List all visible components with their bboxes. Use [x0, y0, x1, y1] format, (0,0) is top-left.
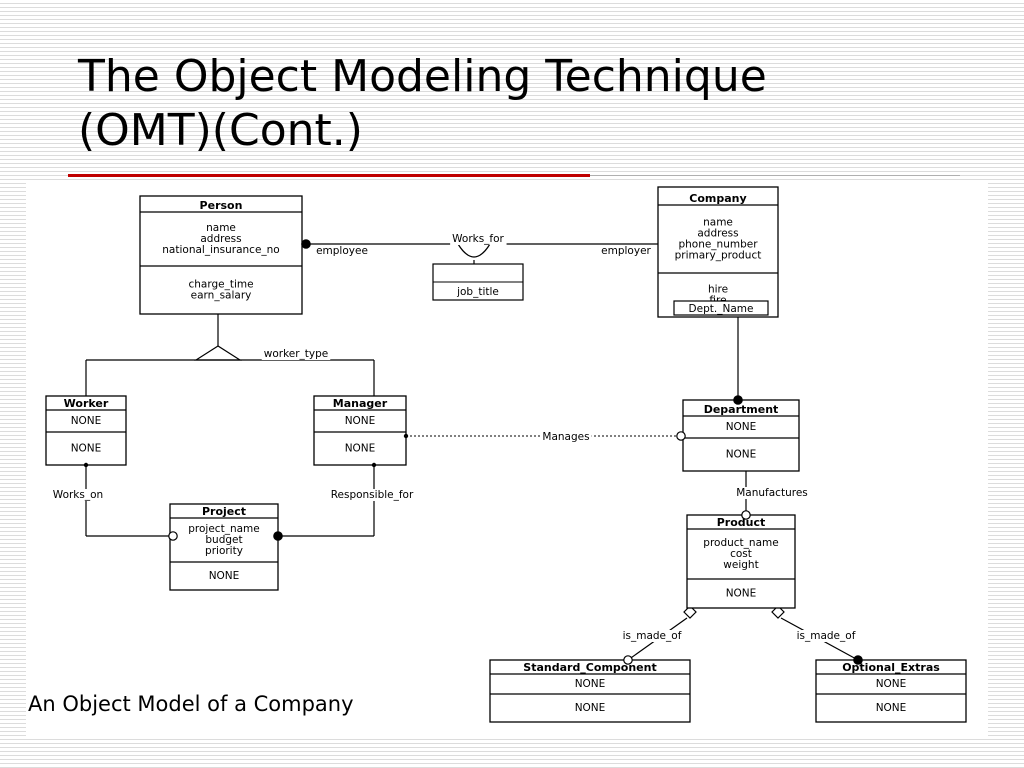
class-operation: NONE — [726, 588, 757, 600]
generalization-triangle — [193, 345, 243, 361]
class-box-person: Person nameaddressnational_insurance_noch… — [139, 195, 303, 315]
aggregation-diamond-right — [771, 605, 785, 619]
title-underline-gray — [590, 175, 960, 176]
class-name: Product — [717, 516, 766, 529]
class-operation: NONE — [71, 443, 102, 455]
class-name: Worker — [64, 397, 109, 410]
class-attribute: primary_product — [675, 250, 762, 262]
class-attribute: NONE — [345, 415, 376, 427]
link-attribute: job_title — [456, 286, 499, 298]
class-attribute: cost — [730, 548, 752, 560]
employee-role-label: employee — [316, 245, 368, 257]
class-operation: NONE — [345, 443, 376, 455]
responsible-for-end-mark — [371, 462, 377, 468]
class-operation: hire — [708, 284, 728, 296]
aggregation-diamond-left — [683, 605, 697, 619]
class-attribute: NONE — [876, 678, 907, 690]
class-operation: NONE — [726, 449, 757, 461]
class-name: Company — [689, 192, 746, 205]
class-name: Standard_Component — [523, 661, 656, 674]
class-attribute: NONE — [71, 415, 102, 427]
omt-object-model-diagram: Personnameaddressnational_insurance_noch… — [45, 186, 967, 723]
is-made-of-left-dot — [623, 655, 633, 665]
class-attribute: address — [200, 233, 241, 245]
class-operation: NONE — [876, 702, 907, 714]
class-operation: NONE — [575, 702, 606, 714]
qualifier-box-dept-name: Dept._Name — [673, 300, 769, 316]
class-attribute: NONE — [575, 678, 606, 690]
title-line-1: The Object Modeling Technique — [78, 51, 767, 102]
class-attribute: weight — [723, 559, 758, 571]
manages-optional-dot — [676, 431, 686, 441]
works-for-arc — [457, 243, 491, 258]
works-for-label: Works_for — [452, 233, 504, 245]
diagram-caption: An Object Model of a Company — [28, 690, 354, 718]
class-attribute: name — [206, 222, 236, 234]
class-operation: NONE — [209, 570, 240, 582]
class-attribute: name — [703, 217, 733, 229]
responsible-for-many-dot — [273, 531, 283, 541]
is-made-of-left-label: is_made_of — [623, 630, 682, 642]
class-name: Optional_Extras — [842, 661, 940, 674]
works-on-label: Works_on — [53, 489, 103, 501]
class-operation: earn_salary — [191, 290, 252, 302]
class-attribute: budget — [205, 534, 242, 546]
class-attribute: product_name — [703, 537, 778, 549]
manufactures-optional-dot — [741, 510, 751, 520]
slide-title: The Object Modeling Technique (OMT)(Cont… — [78, 50, 978, 158]
is-made-of-right-dot — [853, 655, 863, 665]
class-attribute: national_insurance_no — [162, 244, 279, 256]
class-attribute: priority — [205, 545, 243, 557]
responsible-for-label: Responsible_for — [331, 489, 414, 501]
class-name: Person — [200, 199, 243, 212]
class-attribute: NONE — [726, 421, 757, 433]
link-attribute-box-job-title: job_title — [432, 263, 524, 301]
title-line-2: (OMT)(Cont.) — [78, 105, 363, 156]
works-on-optional-dot — [168, 531, 178, 541]
manages-label: Manages — [542, 431, 589, 443]
worker-type-label: worker_type — [264, 348, 329, 360]
qualifier-label: Dept._Name — [689, 303, 754, 315]
class-name: Department — [704, 403, 779, 416]
employee-multiplicity-dot — [301, 239, 311, 249]
department-multiplicity-dot — [733, 395, 743, 405]
works-on-end-mark — [83, 462, 89, 468]
manufactures-label: Manufactures — [736, 487, 808, 499]
class-attribute: phone_number — [678, 239, 758, 251]
manages-end-mark — [403, 433, 409, 439]
class-attribute: project_name — [188, 523, 259, 535]
title-underline — [68, 174, 590, 177]
class-name: Manager — [333, 397, 388, 410]
class-operation: charge_time — [188, 279, 253, 291]
is-made-of-right-label: is_made_of — [797, 630, 856, 642]
class-attribute: address — [697, 228, 738, 240]
class-box-company: Company nameaddressphone_numberprimary_pr… — [657, 186, 779, 318]
class-name: Project — [202, 505, 246, 518]
employer-role-label: employer — [601, 245, 651, 257]
